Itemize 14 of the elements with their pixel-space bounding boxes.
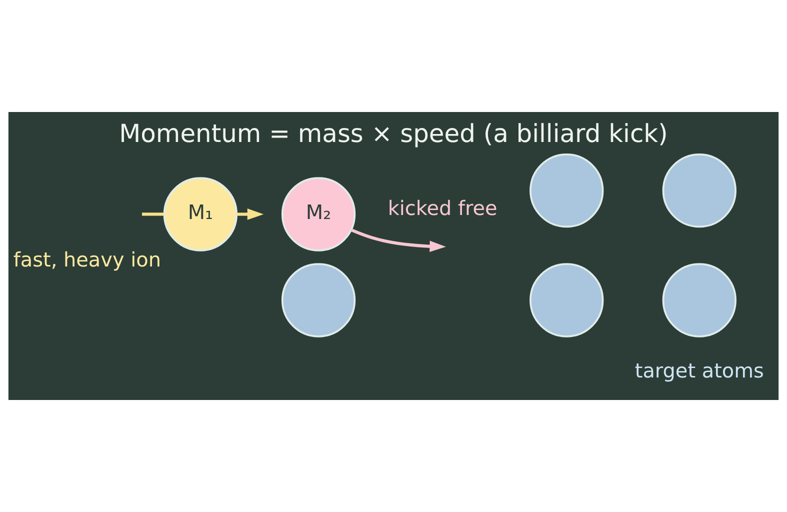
node-circle: [662, 263, 736, 338]
node-circle: [530, 263, 604, 338]
label: kicked free: [388, 196, 498, 220]
node-circle: [281, 263, 356, 338]
arrow: [350, 228, 446, 252]
diagram-title: Momentum = mass × speed (a billiard kick): [119, 118, 668, 148]
node-circle: M₂: [281, 177, 356, 252]
node-circle: [530, 153, 604, 228]
node-label: fast, heavy ion: [13, 247, 161, 272]
node-circle: [662, 153, 736, 228]
connector: [142, 212, 164, 216]
node-circle: M₁: [163, 177, 238, 252]
arrow: [236, 208, 264, 220]
label: target atoms: [634, 358, 764, 382]
